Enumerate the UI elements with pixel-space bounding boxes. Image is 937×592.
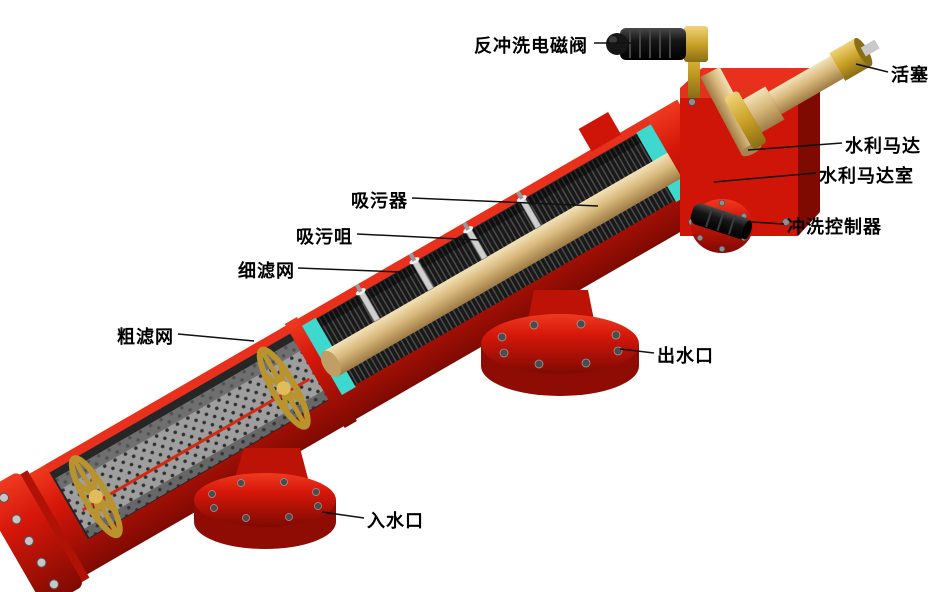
suction-nozzle-2 [408, 252, 435, 292]
suction-nozzle-1 [355, 283, 381, 323]
drive-wheel-right [256, 346, 311, 430]
outlet-assembly [481, 290, 639, 396]
leader-line-inlet [321, 511, 365, 519]
outlet-flange-disc [481, 314, 639, 374]
end-cap-bolts [0, 492, 59, 590]
label-flush-controller: 冲洗控制器 [787, 217, 882, 237]
shell-cut-rim [45, 117, 652, 473]
leader-lines [177, 42, 889, 519]
solenoid-ribs [629, 30, 671, 58]
inlet-flange-bolts [208, 478, 322, 522]
label-dirt-collector: 吸污器 [351, 191, 408, 211]
inlet-assembly [194, 448, 336, 549]
leader-line-coarse-screen [177, 333, 255, 342]
label-hydraulic-motor: 水利马达 [845, 136, 921, 156]
solenoid-knob [606, 33, 628, 55]
label-motor-chamber: 水利马达室 [819, 166, 914, 186]
drive-wheel-left [68, 455, 123, 539]
coarse-screen-section [55, 339, 331, 538]
flush-controller [690, 199, 753, 253]
inlet-flange-disc [194, 473, 336, 527]
leader-line-dirt-collector [411, 197, 599, 207]
label-piston: 活塞 [891, 65, 929, 85]
leader-line-hydraulic-motor [747, 142, 843, 151]
suction-nozzle-3 [462, 221, 488, 261]
label-water-outlet: 出水口 [657, 346, 714, 366]
piston-assembly [725, 37, 880, 149]
left-end-cap [0, 470, 90, 592]
label-coarse-screen: 粗滤网 [117, 327, 174, 347]
backwash-solenoid-valve [606, 26, 708, 98]
suction-nozzles [355, 190, 542, 323]
top-bracket [578, 111, 622, 152]
leader-line-suction-nozzle [356, 233, 481, 241]
leader-line-outlet [619, 348, 655, 354]
brass-elbow [684, 26, 708, 62]
center-line [81, 377, 311, 512]
filter-body [0, 99, 736, 592]
label-fine-screen: 细滤网 [238, 261, 295, 281]
leader-line-flush-controller [751, 221, 785, 225]
label-water-inlet: 入水口 [367, 511, 424, 531]
leader-line-piston [855, 63, 889, 73]
suction-pipe [320, 135, 713, 378]
body-rib [284, 317, 357, 428]
label-suction-nozzle: 吸污咀 [296, 227, 353, 247]
leader-line-fine-screen [297, 267, 401, 273]
suction-nozzle-4 [516, 190, 542, 230]
label-solenoid: 反冲洗电磁阀 [474, 36, 588, 56]
leader-line-motor-chamber [713, 172, 817, 183]
outlet-flange-bolts [497, 319, 623, 369]
